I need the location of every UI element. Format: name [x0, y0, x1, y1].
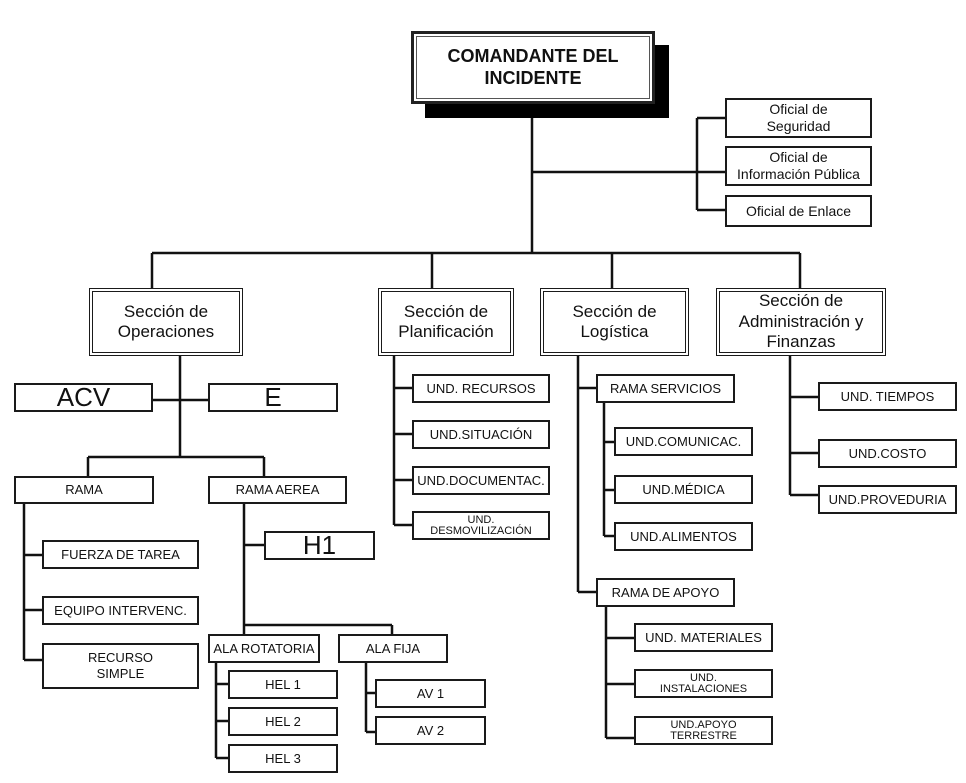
administracion-unit: UND.COSTO — [818, 439, 957, 468]
section-administracion: Sección de Administración y Finanzas — [716, 288, 886, 356]
connector-operaciones — [86, 355, 266, 477]
connector-administracion — [788, 356, 818, 497]
connector-ala-fija — [364, 662, 375, 734]
planificacion-unit: UND.DOCUMENTAC. — [412, 466, 550, 495]
rama-box: RAMA — [14, 476, 154, 504]
planificacion-unit: UND.SITUACIÓN — [412, 420, 550, 449]
servicios-unit: UND.COMUNICAC. — [614, 427, 753, 456]
section-planificacion: Sección de Planificación — [378, 288, 514, 356]
planificacion-unit: UND. DESMOVILIZACIÓN — [412, 511, 550, 540]
connector-staff — [532, 116, 725, 212]
apoyo-unit: UND. INSTALACIONES — [634, 669, 773, 698]
rama-item: EQUIPO INTERVENC. — [42, 596, 199, 625]
connector-planificacion — [392, 356, 412, 527]
apoyo-unit: UND. MATERIALES — [634, 623, 773, 652]
staff-enlace: Oficial de Enlace — [725, 195, 872, 227]
rama-aerea-box: RAMA AEREA — [208, 476, 347, 504]
administracion-unit: UND. TIEMPOS — [818, 382, 957, 411]
connector-ala-rotatoria — [214, 662, 228, 760]
e-box: E — [208, 382, 338, 412]
connector-rama-aerea — [242, 502, 394, 634]
staff-seguridad: Oficial de Seguridad — [725, 98, 872, 138]
section-operaciones: Sección de Operaciones — [89, 288, 243, 356]
connector-rama-servicios — [602, 402, 614, 538]
h1-box: H1 — [264, 530, 375, 560]
airplane-item: AV 2 — [375, 716, 486, 745]
staff-informacion-publica: Oficial de Información Pública — [725, 146, 872, 186]
connector-logistica — [576, 356, 596, 594]
planificacion-unit: UND. RECURSOS — [412, 374, 550, 403]
helicopter-item: HEL 2 — [228, 707, 338, 736]
commander-box: COMANDANTE DEL INCIDENTE — [411, 31, 655, 104]
connector-sections-bar — [150, 251, 802, 290]
apoyo-unit: UND.APOYO TERRESTRE — [634, 716, 773, 745]
airplane-item: AV 1 — [375, 679, 486, 708]
connector-rama-apoyo — [604, 606, 634, 740]
rama-item: RECURSO SIMPLE — [42, 643, 199, 689]
section-logistica: Sección de Logística — [540, 288, 689, 356]
ala-rotatoria-box: ALA ROTATORIA — [208, 634, 320, 663]
rama-apoyo-box: RAMA DE APOYO — [596, 578, 735, 607]
servicios-unit: UND.ALIMENTOS — [614, 522, 753, 551]
acv-box: ACV — [14, 382, 153, 412]
helicopter-item: HEL 3 — [228, 744, 338, 773]
administracion-unit: UND.PROVEDURIA — [818, 485, 957, 514]
connector-rama — [22, 502, 42, 662]
ala-fija-box: ALA FIJA — [338, 634, 448, 663]
rama-servicios-box: RAMA SERVICIOS — [596, 374, 735, 403]
servicios-unit: UND.MÉDICA — [614, 475, 753, 504]
rama-item: FUERZA DE TAREA — [42, 540, 199, 569]
helicopter-item: HEL 1 — [228, 670, 338, 699]
